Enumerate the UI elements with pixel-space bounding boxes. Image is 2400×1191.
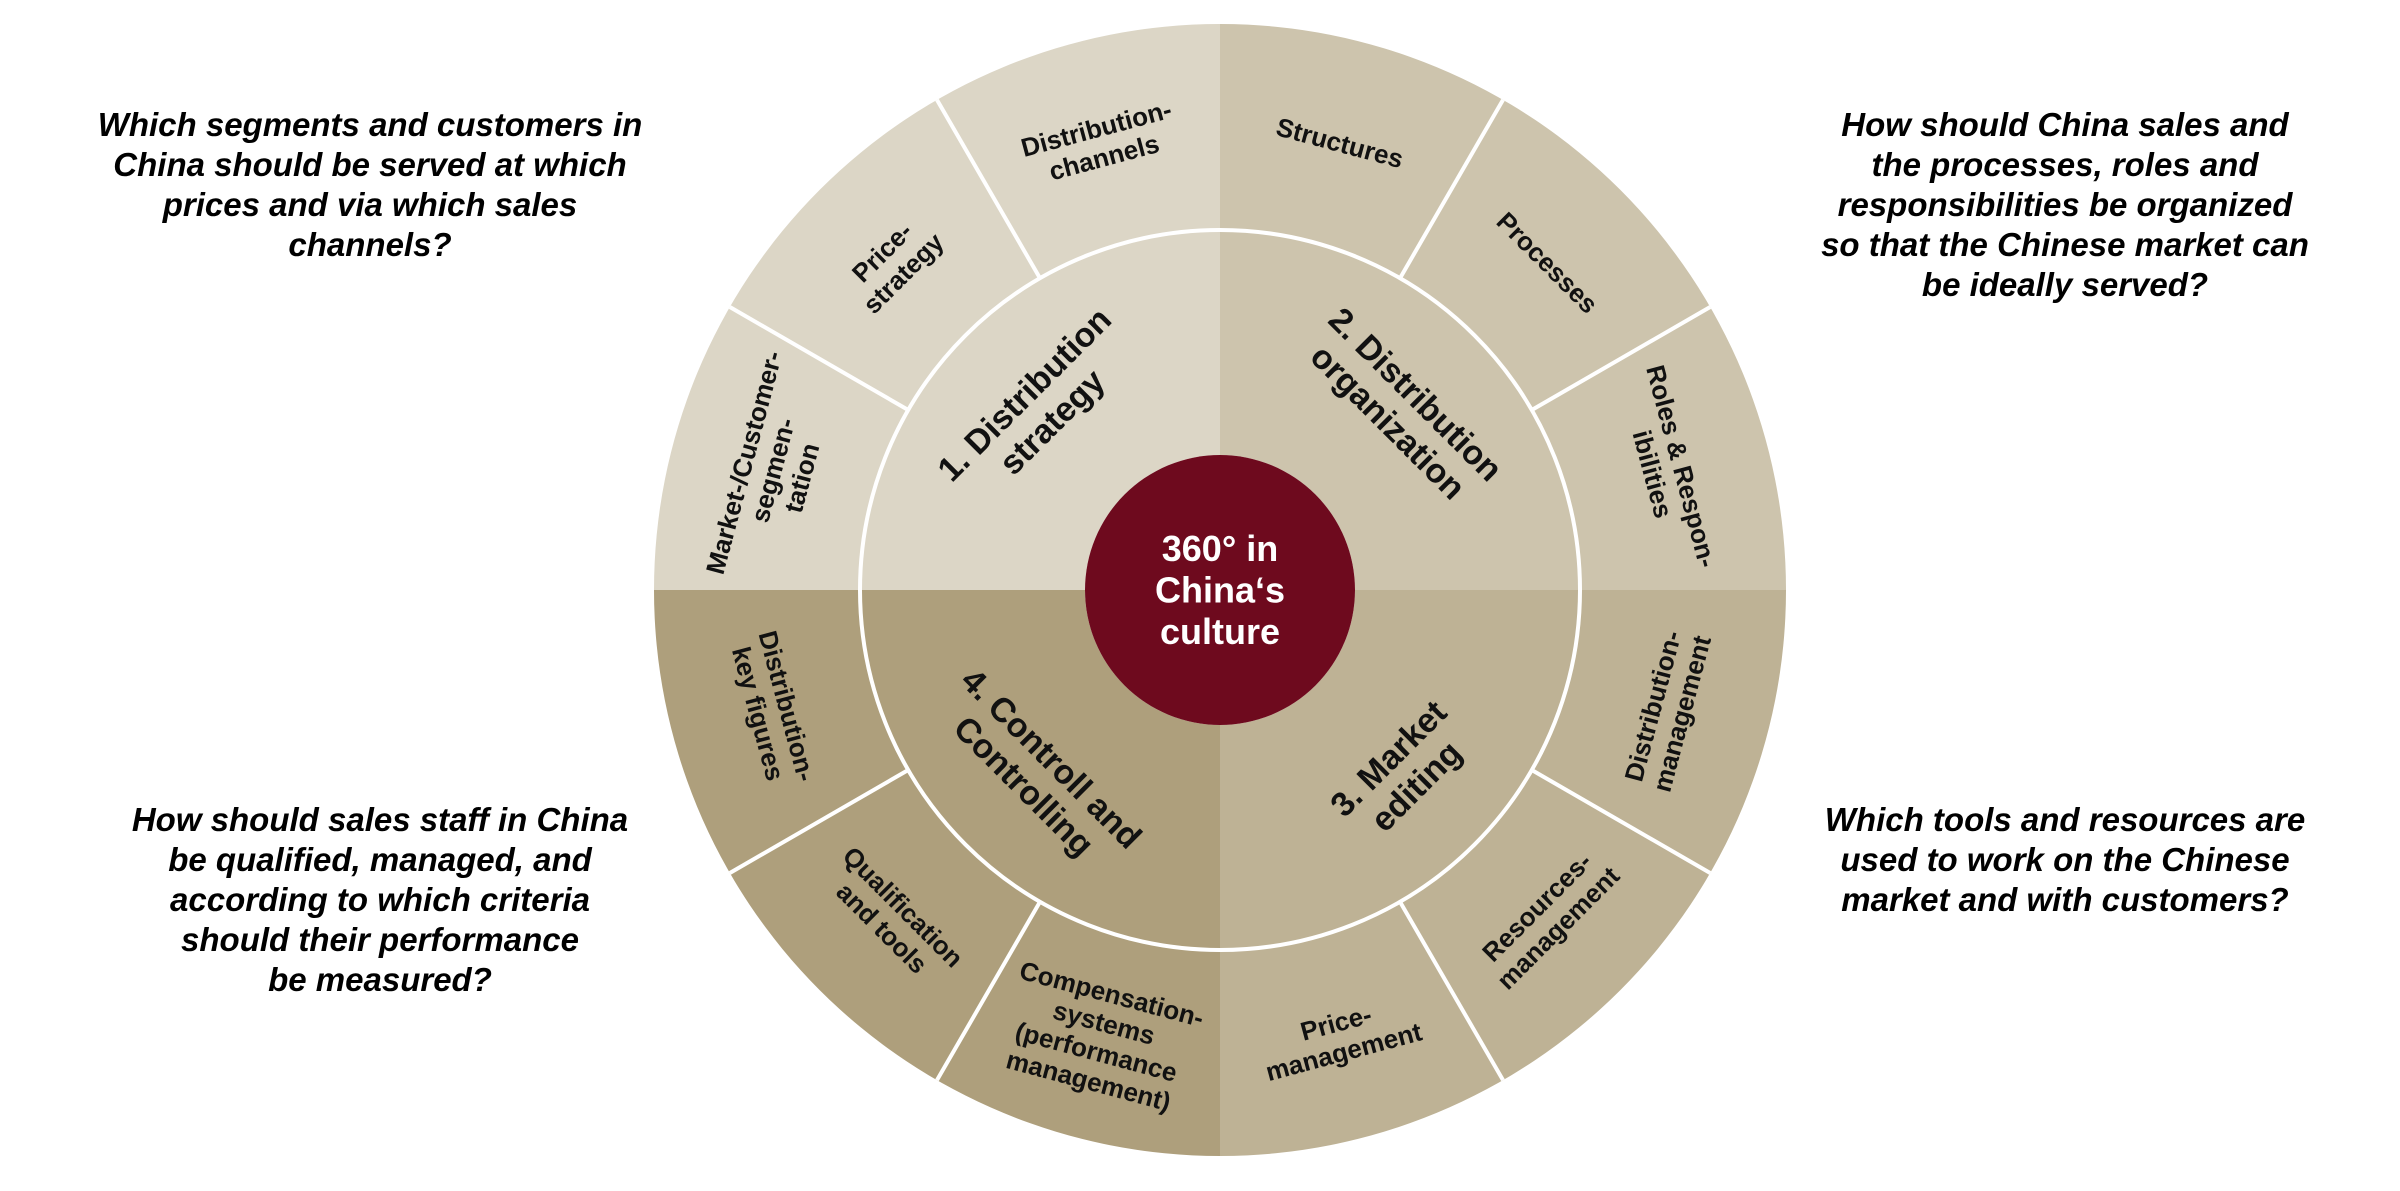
segment-divider	[1398, 98, 1505, 280]
segment-divider	[1398, 900, 1505, 1082]
quadrant-3-outer-ring	[1220, 590, 1786, 1156]
segment-divider	[1530, 768, 1712, 875]
segment-divider	[935, 98, 1042, 280]
question-bottom-left: How should sales staff in China be quali…	[131, 801, 629, 998]
inner-ring-border	[858, 228, 1582, 952]
quadrant-3-inner-ring	[1220, 590, 1580, 950]
quadrant-4-inner-ring	[860, 590, 1220, 950]
segment-divider	[935, 900, 1042, 1082]
quadrant-4-outer-ring	[654, 590, 1220, 1156]
question-top-right: How should China sales and the processes…	[1821, 106, 2309, 303]
quadrant-2-inner-ring	[1220, 230, 1580, 590]
quadrant-1-outer-ring	[654, 24, 1220, 590]
question-top-left: Which segments and customers in China sh…	[97, 106, 643, 263]
quadrant-2-outer-ring	[1220, 24, 1786, 590]
center-circle	[1085, 455, 1355, 725]
question-bottom-right: Which tools and resources are used to wo…	[1824, 801, 2306, 918]
segment-divider	[1530, 305, 1712, 412]
segment-divider	[728, 305, 910, 412]
quadrant-1-inner-ring	[860, 230, 1220, 590]
segment-divider	[728, 768, 910, 875]
